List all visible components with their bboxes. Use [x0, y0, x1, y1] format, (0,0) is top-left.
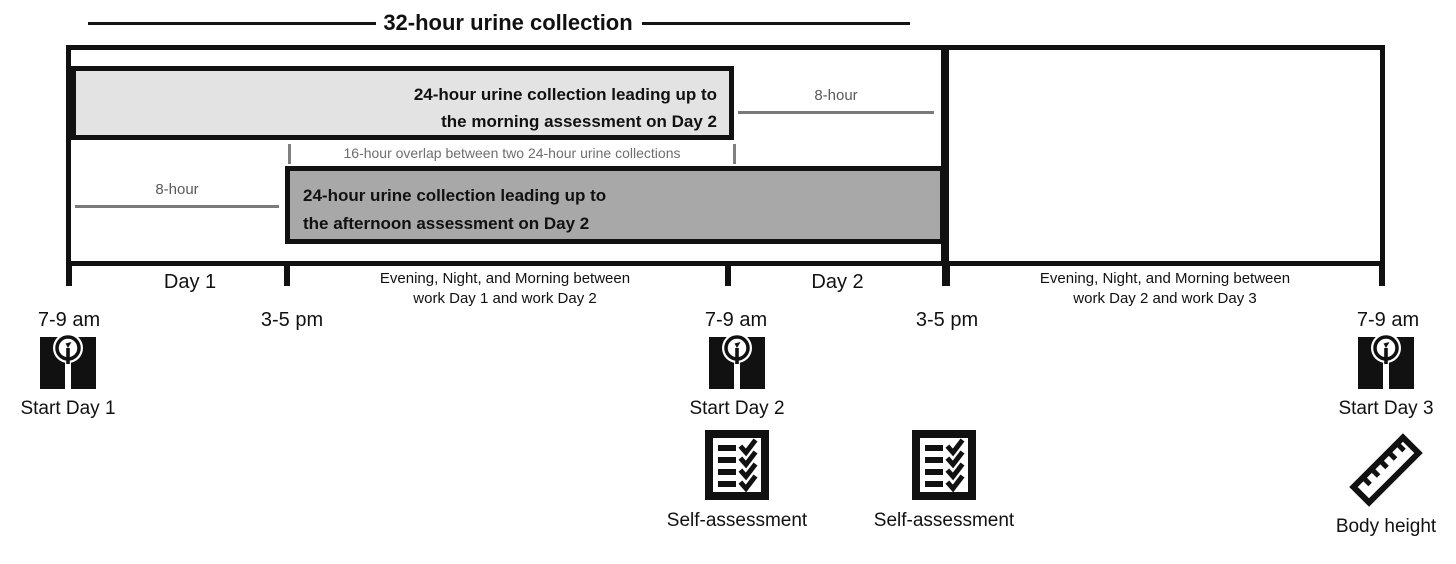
event-start-day-2-caption: Start Day 2: [689, 398, 785, 419]
axis-segment-night-1-line1: Evening, Night, and Morning between: [379, 270, 631, 287]
axis-segment-night-2-line1: Evening, Night, and Morning between: [1039, 270, 1291, 287]
annotation-overlap: 16-hour overlap between two 24-hour urin…: [288, 144, 736, 164]
header-rule-left: [88, 22, 376, 25]
event-start-day-1: Start Day 1: [0, 334, 141, 422]
checklist-icon: [705, 430, 769, 500]
event-start-day-2: Start Day 2: [664, 334, 810, 422]
axis-segment-night-1: Evening, Night, and Morning between work…: [300, 269, 710, 309]
checklist-icon: [912, 430, 976, 500]
axis-segment-day-1: Day 1: [163, 271, 217, 293]
time-label-3: 7-9 am: [704, 309, 768, 331]
bar-morning-collection: 24-hour urine collection leading up to t…: [71, 66, 734, 140]
time-label-4: 3-5 pm: [915, 309, 979, 331]
time-label-2: 3-5 pm: [260, 309, 324, 331]
axis-tick-2: [284, 261, 290, 286]
ruler-icon: [1349, 433, 1423, 507]
axis-segment-day-2: Day 2: [811, 271, 864, 293]
bar-morning-label-line1: 24-hour urine collection leading up to: [413, 85, 717, 104]
event-body-height-caption: Body height: [1335, 516, 1437, 537]
scale-icon: [40, 334, 96, 389]
event-body-height: Body height: [1300, 430, 1456, 540]
bar-afternoon-label: 24-hour urine collection leading up to t…: [303, 182, 863, 238]
overlap-cap-left: [288, 144, 291, 164]
scale-icon: [1358, 334, 1414, 389]
bar-morning-label-line2: the morning assessment on Day 2: [441, 112, 717, 131]
annotation-eight-hour-right-rule: [738, 111, 934, 114]
event-self-assessment-afternoon-caption: Self-assessment: [873, 510, 1015, 531]
axis-segment-night-1-line2: work Day 1 and work Day 2: [413, 290, 597, 307]
time-label-1: 7-9 am: [37, 309, 101, 331]
bar-morning-label: 24-hour urine collection leading up to t…: [197, 81, 717, 135]
time-label-5: 7-9 am: [1356, 309, 1420, 331]
event-self-assessment-morning: Self-assessment: [648, 426, 826, 534]
annotation-eight-hour-right: 8-hour: [738, 86, 934, 120]
header-rule-right: [642, 22, 910, 25]
annotation-eight-hour-left: 8-hour: [75, 180, 279, 214]
event-start-day-1-caption: Start Day 1: [20, 398, 116, 419]
axis-segment-night-2-line2: work Day 2 and work Day 3: [1073, 290, 1257, 307]
scale-icon: [709, 334, 765, 389]
event-self-assessment-afternoon: Self-assessment: [855, 426, 1033, 534]
bar-afternoon-collection: 24-hour urine collection leading up to t…: [285, 166, 945, 244]
annotation-eight-hour-left-label: 8-hour: [155, 181, 199, 198]
event-self-assessment-morning-caption: Self-assessment: [666, 510, 808, 531]
axis-segment-night-2: Evening, Night, and Morning between work…: [960, 269, 1370, 309]
annotation-overlap-label: 16-hour overlap between two 24-hour urin…: [343, 145, 681, 161]
annotation-eight-hour-right-label: 8-hour: [814, 87, 858, 104]
annotation-eight-hour-left-rule: [75, 205, 279, 208]
bar-afternoon-label-line2: the afternoon assessment on Day 2: [303, 214, 590, 233]
event-start-day-3: Start Day 3: [1313, 334, 1456, 422]
axis-tick-1: [66, 261, 72, 286]
frame-divider-day2-afternoon: [941, 45, 949, 266]
overlap-cap-right: [733, 144, 736, 164]
axis-tick-5: [1379, 261, 1385, 286]
axis-tick-3: [725, 261, 731, 286]
axis-tick-4: [942, 261, 950, 286]
bar-afternoon-label-line1: 24-hour urine collection leading up to: [303, 186, 607, 205]
event-start-day-3-caption: Start Day 3: [1338, 398, 1434, 419]
figure-title: 32-hour urine collection: [383, 10, 633, 35]
